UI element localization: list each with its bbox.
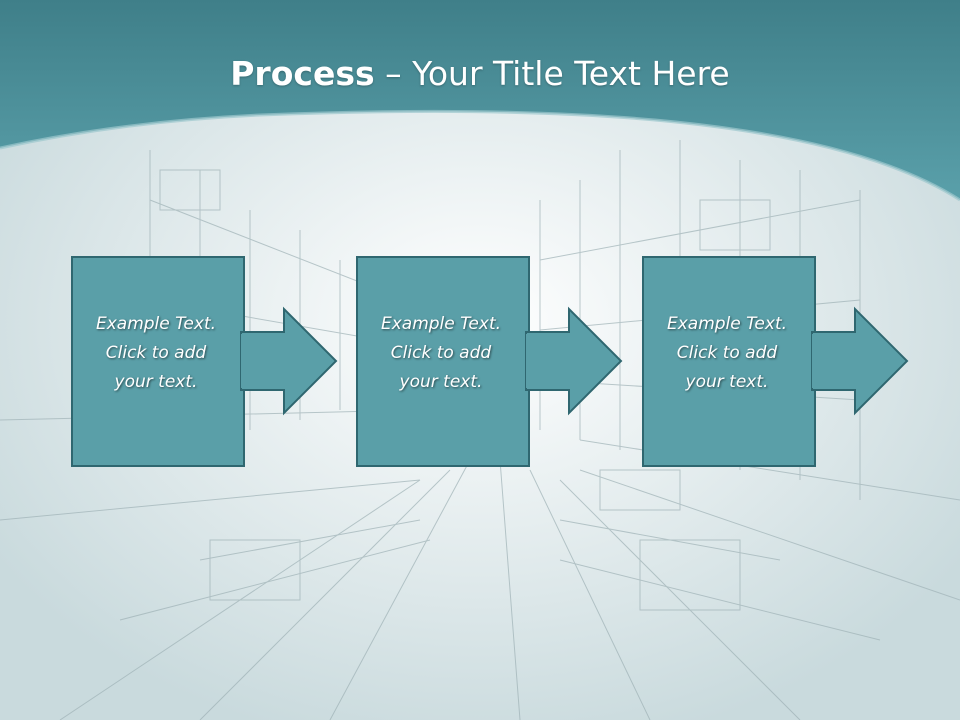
process-step-2[interactable]: Example Text. Click to add your text. [356, 256, 623, 467]
step-text-line: your text. [685, 372, 769, 392]
step-text-line: Example Text. [380, 314, 502, 334]
step-text[interactable]: Example Text. Click to add your text. [71, 310, 241, 397]
step-text[interactable]: Example Text. Click to add your text. [642, 310, 812, 397]
step-text-line: Click to add [390, 343, 492, 363]
step-text-line: Example Text. [666, 314, 788, 334]
step-text-line: Click to add [105, 343, 207, 363]
step-text-line: Click to add [676, 343, 778, 363]
step-text-line: Example Text. [95, 314, 217, 334]
step-arrow-shape [356, 256, 623, 467]
step-arrow-shape [71, 256, 338, 467]
slide-title[interactable]: Process – Your Title Text Here [0, 52, 960, 96]
step-text-line: your text. [114, 372, 198, 392]
step-arrow-shape [642, 256, 909, 467]
step-text[interactable]: Example Text. Click to add your text. [356, 310, 526, 397]
step-text-line: your text. [399, 372, 483, 392]
title-rest: – Your Title Text Here [374, 54, 730, 93]
process-step-3[interactable]: Example Text. Click to add your text. [642, 256, 909, 467]
title-bold: Process [230, 54, 375, 93]
process-step-1[interactable]: Example Text. Click to add your text. [71, 256, 338, 467]
